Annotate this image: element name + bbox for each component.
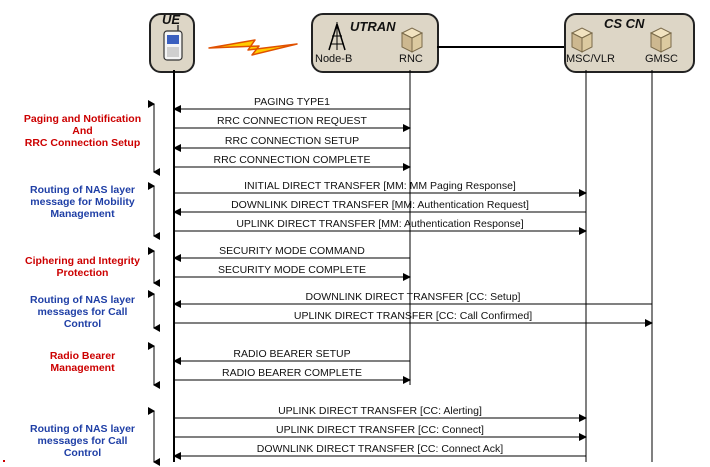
- message-label: UPLINK DIRECT TRANSFER [CC: Alerting]: [278, 405, 482, 417]
- rnc-server-icon: [400, 27, 424, 53]
- message-label: RADIO BEARER COMPLETE: [222, 367, 362, 379]
- phase-label-paging: Paging and Notification And RRC Connecti…: [20, 113, 145, 149]
- cscn-title: CS CN: [604, 16, 645, 31]
- phase-line: Routing of NAS layer: [29, 423, 135, 435]
- gmsc-label: GMSC: [645, 53, 678, 65]
- phase-line: Paging and Notification: [23, 113, 142, 125]
- phase-line: Management: [50, 208, 115, 220]
- phase-line: Protection: [56, 267, 109, 279]
- phase-line: message for Mobility: [30, 196, 135, 208]
- phase-line: Routing of NAS layer: [29, 184, 135, 196]
- phase-line: Ciphering and Integrity: [25, 255, 140, 267]
- phase-line: messages for Call: [37, 306, 128, 318]
- message-label: SECURITY MODE COMPLETE: [218, 264, 366, 276]
- phase-line: Radio Bearer: [49, 350, 116, 362]
- gmsc-server-icon: [649, 27, 673, 53]
- phase-label-cc-routing-1: Routing of NAS layer messages for Call C…: [20, 294, 145, 330]
- ue-title: UE: [162, 12, 181, 27]
- message-label: UPLINK DIRECT TRANSFER [CC: Call Confirm…: [294, 310, 532, 322]
- mobile-phone-icon: [163, 25, 183, 61]
- message-label: RRC CONNECTION COMPLETE: [214, 154, 371, 166]
- message-label: RRC CONNECTION REQUEST: [217, 115, 368, 127]
- phase-line: Control: [63, 318, 102, 330]
- message-label: SECURITY MODE COMMAND: [219, 245, 365, 257]
- message-label: RRC CONNECTION SETUP: [225, 135, 359, 147]
- phase-line: Control: [63, 447, 102, 459]
- stray-dot: [3, 460, 5, 462]
- phase-line: Routing of NAS layer: [29, 294, 135, 306]
- phase-line: RRC Connection Setup: [24, 137, 141, 149]
- ue-node: [149, 13, 195, 73]
- phase-label-mm-routing: Routing of NAS layer message for Mobilit…: [20, 184, 145, 220]
- message-label: PAGING TYPE1: [254, 96, 330, 108]
- phase-label-ciphering: Ciphering and Integrity Protection: [20, 255, 145, 279]
- phase-label-radio-bearer: Radio Bearer Management: [20, 350, 145, 374]
- message-label: INITIAL DIRECT TRANSFER [MM: MM Paging R…: [244, 180, 516, 192]
- message-label: RADIO BEARER SETUP: [233, 348, 350, 360]
- message-label: DOWNLINK DIRECT TRANSFER [CC: Setup]: [306, 291, 521, 303]
- rnc-label: RNC: [399, 53, 423, 65]
- phase-line: messages for Call: [37, 435, 128, 447]
- message-label: UPLINK DIRECT TRANSFER [CC: Connect]: [276, 424, 484, 436]
- utran-title: UTRAN: [350, 19, 396, 34]
- radio-link-icon: [208, 39, 298, 56]
- node-b-label: Node-B: [315, 53, 353, 65]
- message-label: DOWNLINK DIRECT TRANSFER [CC: Connect Ac…: [257, 443, 503, 455]
- message-label: UPLINK DIRECT TRANSFER [MM: Authenticati…: [236, 218, 523, 230]
- msc-vlr-label: MSC/VLR: [566, 53, 615, 65]
- message-label: DOWNLINK DIRECT TRANSFER [MM: Authentica…: [231, 199, 529, 211]
- antenna-tower-icon: [328, 22, 346, 51]
- phase-line: Management: [50, 362, 115, 374]
- phase-line: And: [72, 125, 93, 137]
- phase-label-cc-routing-2: Routing of NAS layer messages for Call C…: [20, 423, 145, 459]
- msc-server-icon: [570, 27, 594, 53]
